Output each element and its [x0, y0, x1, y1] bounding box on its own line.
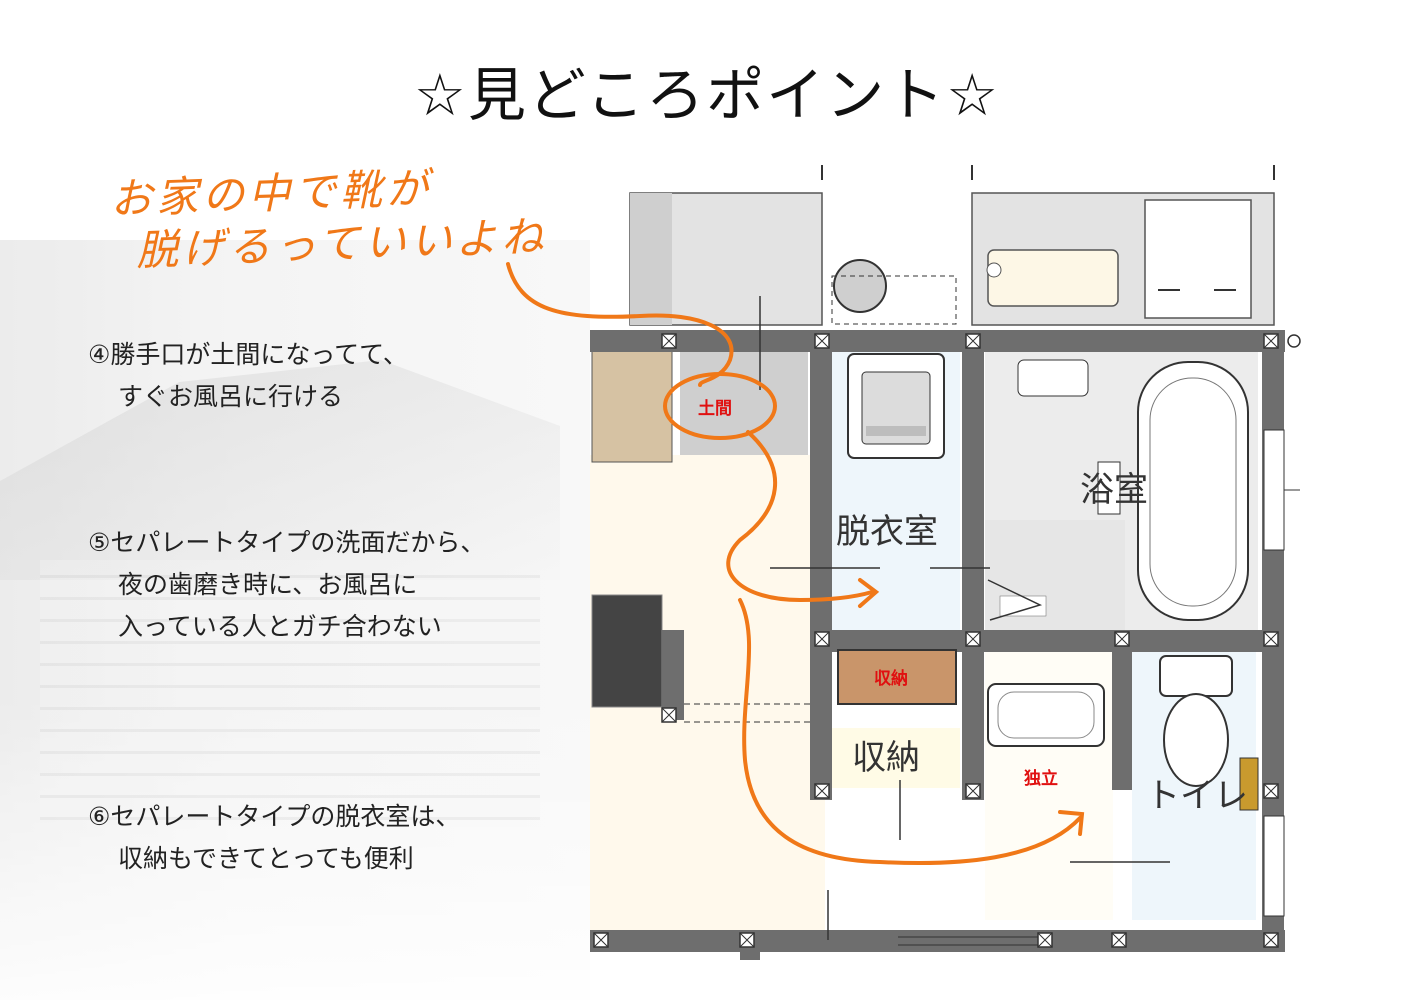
point-6-line2: 収納もできてとっても便利 — [118, 844, 414, 873]
storage-room-label: 収納 — [852, 738, 920, 778]
bathtub — [1137, 361, 1249, 621]
bathroom-label: 浴室 — [1080, 470, 1148, 510]
wall-middle — [810, 630, 1284, 652]
wall-bottom — [590, 930, 1285, 952]
wall-dressing-right — [962, 330, 984, 640]
storage-highlight-box — [837, 649, 957, 705]
wall-dressing-left — [810, 330, 832, 640]
point-4: ④勝手口が土間になってて、 すぐお風呂に行ける — [88, 334, 408, 418]
point-4-line2: すぐお風呂に行ける — [118, 382, 344, 411]
doma-circle — [663, 372, 777, 440]
dressing-room-label: 脱衣室 — [836, 512, 938, 552]
kitchen-counter — [591, 349, 673, 463]
storage-room — [832, 728, 960, 788]
route-line-to-washroom — [738, 598, 1082, 866]
route-line-doma-to-bath — [726, 430, 874, 603]
toilet-bowl — [1163, 693, 1229, 787]
outdoor-unit — [1144, 199, 1252, 319]
toilet-tank — [1159, 655, 1233, 697]
point-4-line1: ④勝手口が土間になってて、 — [88, 340, 408, 369]
point-6: ⑥セパレートタイプの脱衣室は、 収納もできてとっても便利 — [88, 796, 460, 880]
background-house-photo — [0, 240, 590, 1000]
wall-storage-left — [810, 640, 832, 800]
wall-toilet-left — [1112, 640, 1132, 790]
wash-basin — [987, 683, 1105, 747]
wall-storage-right — [962, 640, 984, 800]
independent-label: 独立 — [1024, 769, 1058, 789]
sofa — [591, 594, 663, 708]
doma-label: 土間 — [698, 399, 732, 419]
point-5: ⑤セパレートタイプの洗面だから、 夜の歯磨き時に、お風呂に 入っている人とガチ合… — [88, 522, 485, 648]
shower-controls — [1097, 461, 1121, 515]
water-heater — [987, 249, 1119, 307]
background-wall — [40, 560, 540, 820]
point-6-line1: ⑥セパレートタイプの脱衣室は、 — [88, 802, 461, 831]
point-5-line1: ⑤セパレートタイプの洗面だから、 — [88, 528, 486, 557]
storage-highlight-label: 収納 — [874, 669, 908, 689]
tank-unit — [833, 259, 887, 313]
page-title: ☆見どころポイント☆ — [413, 61, 1001, 129]
toilet-label: トイレ — [1146, 776, 1248, 816]
point-5-line2: 夜の歯磨き時に、お風呂に — [118, 570, 418, 599]
wall-top — [590, 330, 1285, 352]
point-5-line3: 入っている人とガチ合わない — [118, 612, 442, 641]
